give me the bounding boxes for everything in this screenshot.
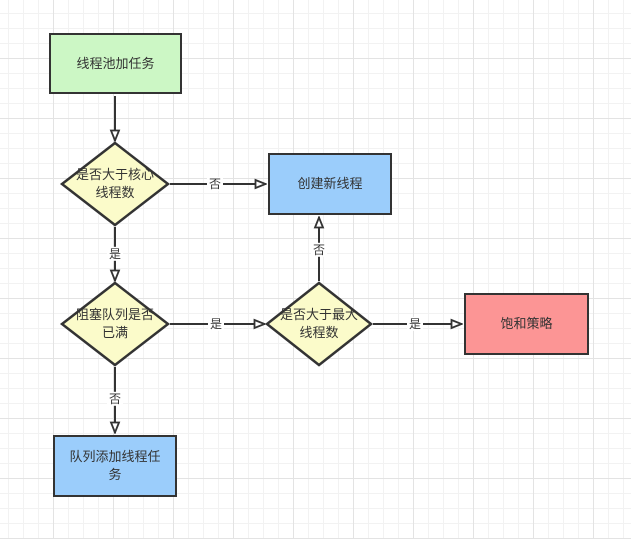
node-saturation-policy-label: 饱和策略	[500, 316, 553, 332]
node-start-label: 线程池加任务	[76, 55, 155, 71]
node-create-thread-label: 创建新线程	[297, 176, 363, 192]
node-decision-max-threads[interactable]	[264, 281, 374, 367]
node-decision-queue-full[interactable]	[59, 281, 171, 367]
node-enqueue-task[interactable]: 队列添加线程任务	[53, 435, 177, 497]
edge-label-no-core: 否	[206, 176, 224, 192]
edge-label-yes-max: 是	[406, 316, 424, 332]
node-decision-core-threads[interactable]	[59, 141, 171, 227]
node-saturation-policy[interactable]: 饱和策略	[464, 293, 589, 355]
node-enqueue-task-label: 队列添加线程任务	[69, 449, 161, 482]
node-create-thread[interactable]: 创建新线程	[268, 153, 392, 215]
edge-label-no-queue-full: 否	[106, 391, 124, 407]
edge-label-yes-core: 是	[106, 246, 124, 262]
edge-label-no-max: 否	[310, 242, 328, 258]
node-start[interactable]: 线程池加任务	[49, 33, 182, 94]
edge-label-yes-queue-full: 是	[207, 316, 225, 332]
